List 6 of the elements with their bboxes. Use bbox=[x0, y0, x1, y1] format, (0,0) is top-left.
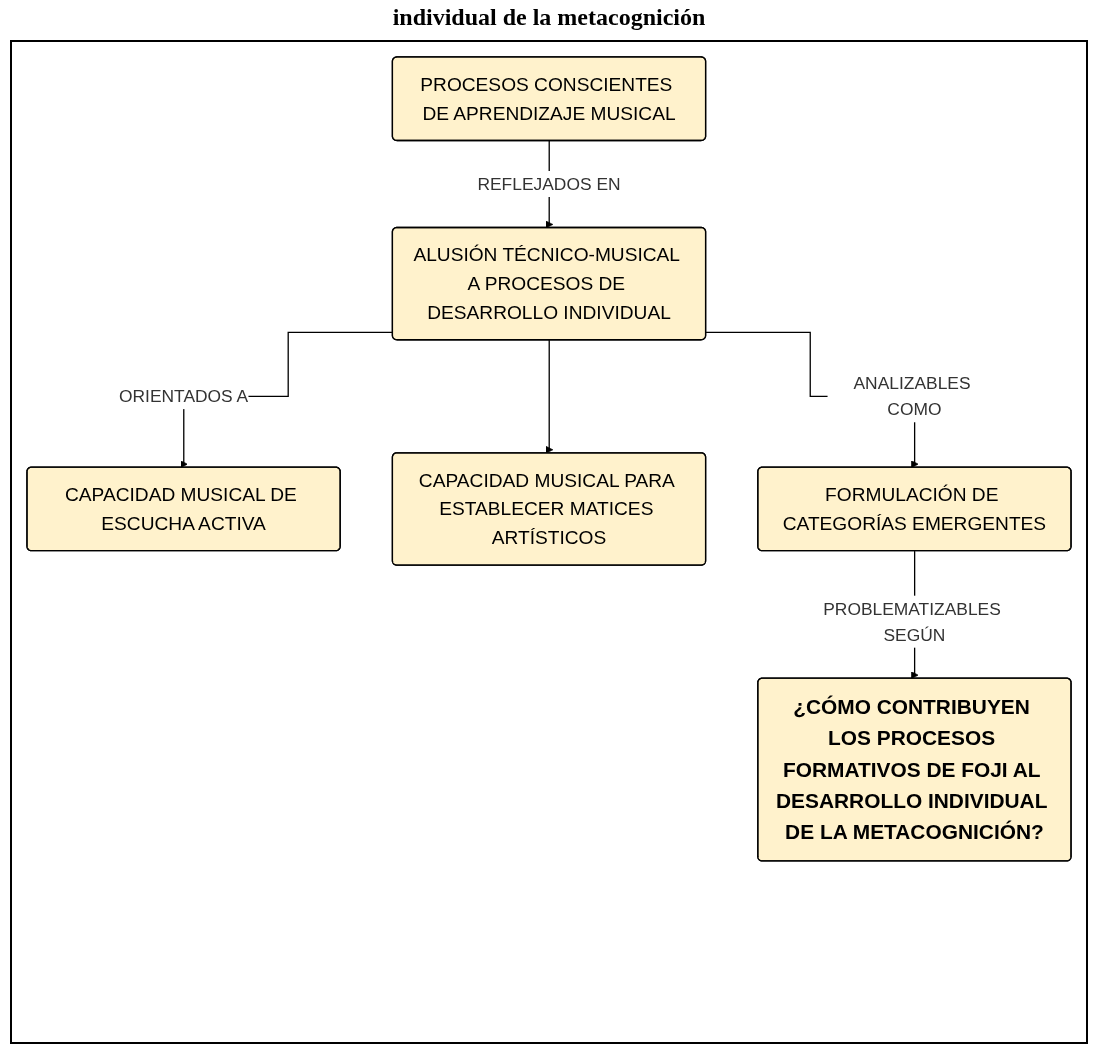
arrow bbox=[545, 339, 554, 454]
edge-label: REFLEJADOS EN bbox=[477, 174, 621, 194]
diagram-title: individual de la metacognición bbox=[391, 4, 707, 31]
edge-label: ORIENTADOS A bbox=[118, 386, 249, 406]
edge-label: PROBLEMATIZABLES SEGÚN bbox=[823, 599, 1001, 645]
edge-label: ANALIZABLES COMO bbox=[853, 373, 971, 419]
